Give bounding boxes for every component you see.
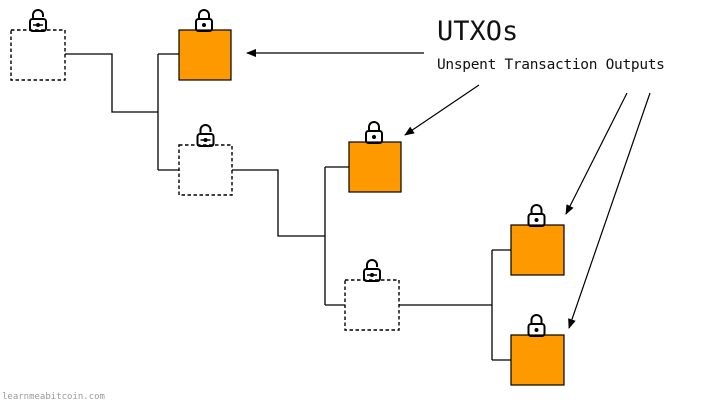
output-boxes — [10, 9, 565, 386]
connector-lines — [65, 53, 511, 361]
locked-padlock-icon — [195, 9, 213, 32]
annotation-arrow — [568, 92, 651, 329]
spent-output-box — [10, 9, 66, 81]
unspent-output-box — [178, 9, 232, 81]
unlocked-padlock-icon — [29, 9, 47, 32]
unlocked-padlock-icon — [196, 124, 215, 147]
diagram-title: UTXOs — [437, 16, 519, 47]
spent-output-box — [344, 259, 400, 331]
diagram-subtitle: Unspent Transaction Outputs — [437, 57, 665, 73]
unspent-output-box — [348, 121, 402, 193]
connector-line — [65, 53, 158, 113]
locked-padlock-icon — [527, 314, 546, 337]
annotation-arrows — [246, 49, 651, 329]
unlocked-padlock-icon — [363, 259, 381, 282]
unspent-output-box — [510, 204, 565, 276]
locked-padlock-icon — [527, 204, 546, 227]
connector-line — [232, 169, 325, 237]
annotation-arrow — [565, 92, 628, 215]
credit-text: learnmeabitcoin.com — [2, 392, 105, 402]
locked-padlock-icon — [365, 121, 383, 144]
unspent-output-box — [510, 314, 565, 386]
spent-output-box — [178, 124, 233, 196]
annotation-arrow — [404, 84, 480, 136]
